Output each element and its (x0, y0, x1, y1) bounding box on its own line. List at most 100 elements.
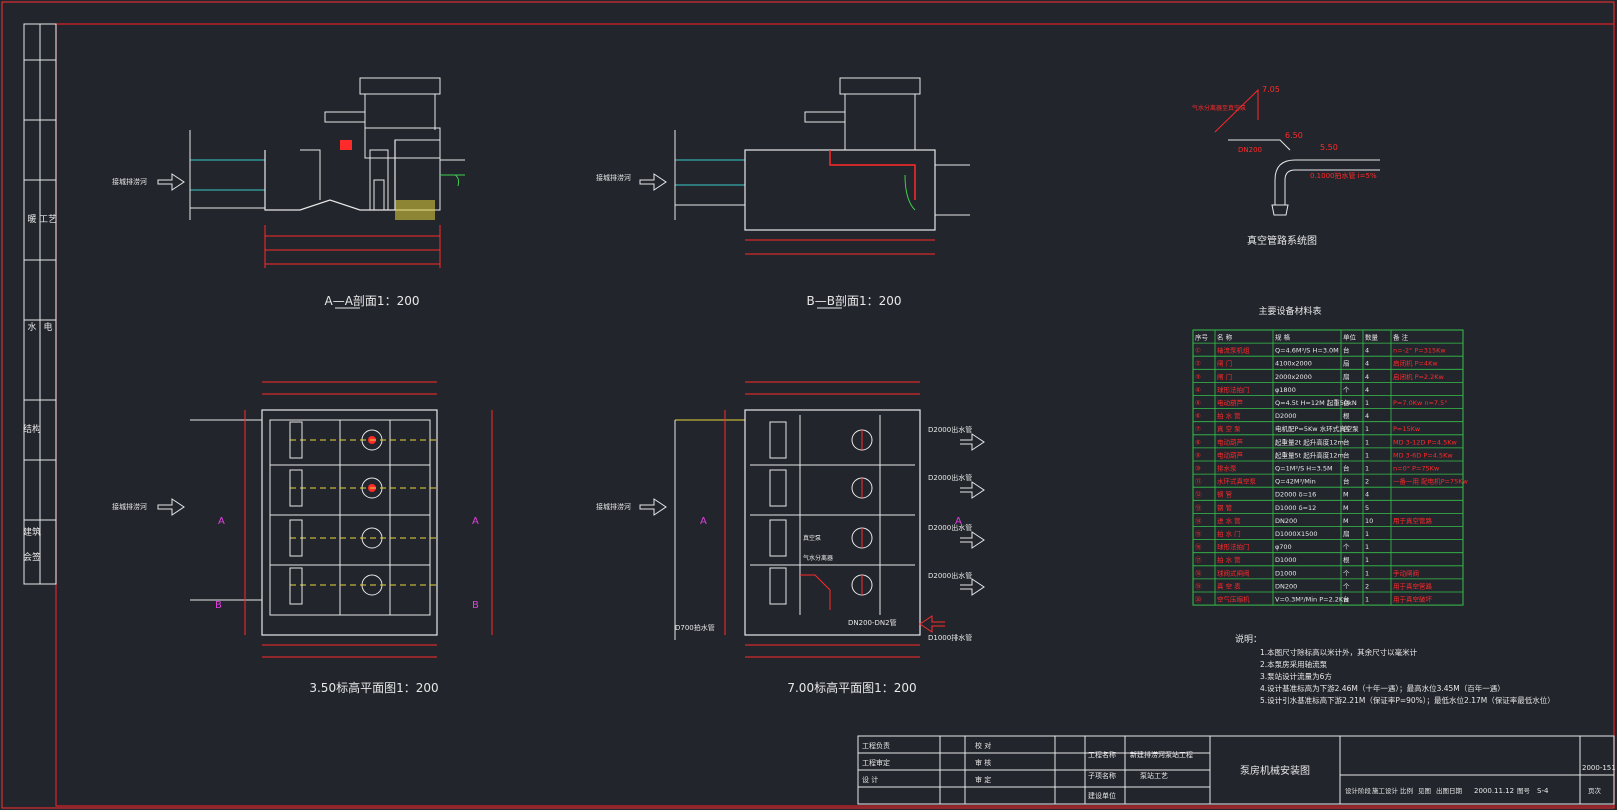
table-cell: 用于真空破坏 (1393, 595, 1433, 604)
table-cell: 2 (1365, 582, 1369, 590)
table-cell: 个 (1343, 386, 1350, 394)
tb-bottom-label-5: 2000.11.12 (1474, 787, 1514, 795)
table-cell: 2 (1365, 478, 1369, 486)
tb-mid-label-0: 校 对 (975, 741, 991, 750)
table-cell: MD 3-12D P=4.5Kw (1393, 438, 1457, 446)
table-cell: ⑤ (1195, 399, 1201, 407)
table-cell: D2000 (1275, 412, 1297, 420)
vacuum-system-view: 7.05 6.50 5.50 DN200 气水分离器至真空泵 0.1000拍水管… (1192, 85, 1380, 247)
table-cell: ④ (1195, 386, 1201, 394)
tb-bottom-label-1: 施工设计 (1372, 786, 1399, 795)
table-cell: 钢 管 (1217, 490, 1233, 499)
table-cell: 电机配P=5Kw 水环式真空泵 (1275, 424, 1359, 433)
table-cell: 扇 (1343, 359, 1350, 368)
note-item-1: 2.本泵房采用轴流泵 (1260, 659, 1328, 669)
tb-bottom-label-2: 比例 (1400, 786, 1413, 795)
notes-heading: 说明： (1235, 633, 1262, 645)
table-cell: 电动葫芦 (1217, 450, 1244, 459)
table-cell: 真 空 表 (1217, 581, 1241, 590)
table-cell: 电动葫芦 (1217, 437, 1244, 446)
table-cell: ① (1195, 347, 1201, 355)
table-cell: 4 (1365, 347, 1369, 355)
table-cell: ⑱ (1195, 569, 1202, 577)
table-cell: ⑩ (1195, 465, 1201, 473)
material-table-title: 主要设备材料表 (1258, 305, 1321, 317)
table-cell: φ1800 (1275, 386, 1296, 394)
table-cell: 闸 门 (1217, 359, 1232, 368)
table-cell: ⑧ (1195, 438, 1201, 446)
tb-mid-label-1: 审 核 (975, 758, 991, 767)
table-cell: 个 (1343, 582, 1350, 590)
table-cell: ⑰ (1195, 556, 1202, 564)
plan700-river-label: 接城排涝河 (596, 502, 631, 511)
plan350-mark-a-left: A (218, 516, 225, 527)
strip-label-1: 暖 (27, 213, 36, 225)
table-cell: DN200 (1275, 517, 1297, 525)
strip-label-6: 会签 (23, 551, 41, 563)
table-cell: 台 (1343, 424, 1350, 433)
table-cell: 台 (1343, 398, 1350, 407)
table-cell: 1 (1365, 465, 1369, 473)
vacuum-label-0: 7.05 (1262, 85, 1280, 94)
plan700-pipe-label-4: D700拍水管 (675, 623, 715, 632)
table-cell: 1 (1365, 438, 1369, 446)
table-cell: D1000X1500 (1275, 530, 1318, 538)
table-cell: 台 (1343, 450, 1350, 459)
table-cell: 启闭机 P=2.2Kw (1393, 372, 1445, 381)
table-cell: ⑲ (1195, 582, 1202, 590)
plan-700-view: 接城排涝河 A A (596, 381, 985, 695)
tb-left-label-0: 工程负责 (862, 741, 890, 750)
aa-title: A—A剖面1：200 (325, 294, 420, 308)
table-cell: 起重量2t 起升高度12m (1275, 437, 1344, 446)
table-cell: M (1343, 504, 1349, 512)
table-header-cell: 名 称 (1217, 333, 1233, 342)
table-cell: 一备一用 配电机P=75Kw (1393, 477, 1468, 486)
table-cell: P=15Kw (1393, 425, 1421, 433)
strip-label-0: 工艺 (39, 214, 57, 225)
table-cell: D2000 δ=16 (1275, 491, 1316, 499)
vacuum-label-3: DN200 (1238, 146, 1262, 154)
bb-title: B—B剖面1：200 (806, 294, 901, 308)
strip-label-5: 建筑 (23, 526, 41, 538)
table-cell: 拍 水 门 (1217, 529, 1241, 538)
table-cell: 个 (1343, 569, 1350, 577)
note-item-3: 4.设计基准标高为下游2.46M（十年一遇）；最高水位3.45M（百年一遇） (1260, 683, 1505, 693)
table-cell: 1 (1365, 569, 1369, 577)
table-cell: ② (1195, 360, 1201, 368)
table-cell: 真 空 泵 (1217, 424, 1241, 433)
tb-code: 2000-151 (1582, 764, 1616, 772)
table-cell: 1 (1365, 596, 1369, 604)
notes-block: 说明： 1.本图尺寸除标高以米计外，其余尺寸以毫米计 2.本泵房采用轴流泵 3.… (1235, 633, 1555, 705)
table-cell: 1 (1365, 399, 1369, 407)
table-cell: 钢 管 (1217, 503, 1233, 512)
tb-bottom-label-7: S-4 (1537, 787, 1549, 795)
table-header-cell: 数量 (1365, 333, 1379, 342)
table-cell: ⑪ (1195, 478, 1202, 486)
tb-left-label-2: 设 计 (862, 775, 878, 784)
table-cell: ⑬ (1195, 504, 1202, 512)
table-cell: 进 水 管 (1217, 516, 1241, 525)
table-cell: 4 (1365, 360, 1369, 368)
table-cell: DN200 (1275, 582, 1297, 590)
table-cell: 4100x2000 (1275, 360, 1312, 368)
table-cell: 4 (1365, 386, 1369, 394)
plan700-mark-a-left: A (700, 516, 707, 527)
tb-left-label-1: 工程审定 (862, 758, 890, 767)
tb-bottom-label-4: 出图日期 (1436, 786, 1463, 795)
table-cell: 台 (1343, 437, 1350, 446)
table-cell: 根 (1343, 555, 1350, 564)
table-cell: 电动葫芦 (1217, 398, 1244, 407)
strip-label-2: 电 (43, 321, 52, 333)
table-cell: 台 (1343, 477, 1350, 486)
plan-350-view: 接城排涝河 A A B B 3.50标高平面图1：20 (112, 381, 493, 695)
plan700-title: 7.00标高平面图1：200 (787, 680, 916, 695)
table-cell: Q=4.5t H=12M 起重50kN (1275, 399, 1357, 407)
vacuum-title: 真空管路系统图 (1247, 234, 1317, 247)
table-cell: 1 (1365, 451, 1369, 459)
table-cell: 4 (1365, 412, 1369, 420)
vacuum-label-1: 6.50 (1285, 131, 1303, 140)
table-cell: 扇 (1343, 529, 1350, 538)
title-block-text: 工程负责 工程审定 设 计 校 对 审 核 审 定 工程名称 新建排涝河泵站工程… (862, 741, 1616, 800)
tb-unit-label: 建设单位 (1088, 791, 1116, 800)
